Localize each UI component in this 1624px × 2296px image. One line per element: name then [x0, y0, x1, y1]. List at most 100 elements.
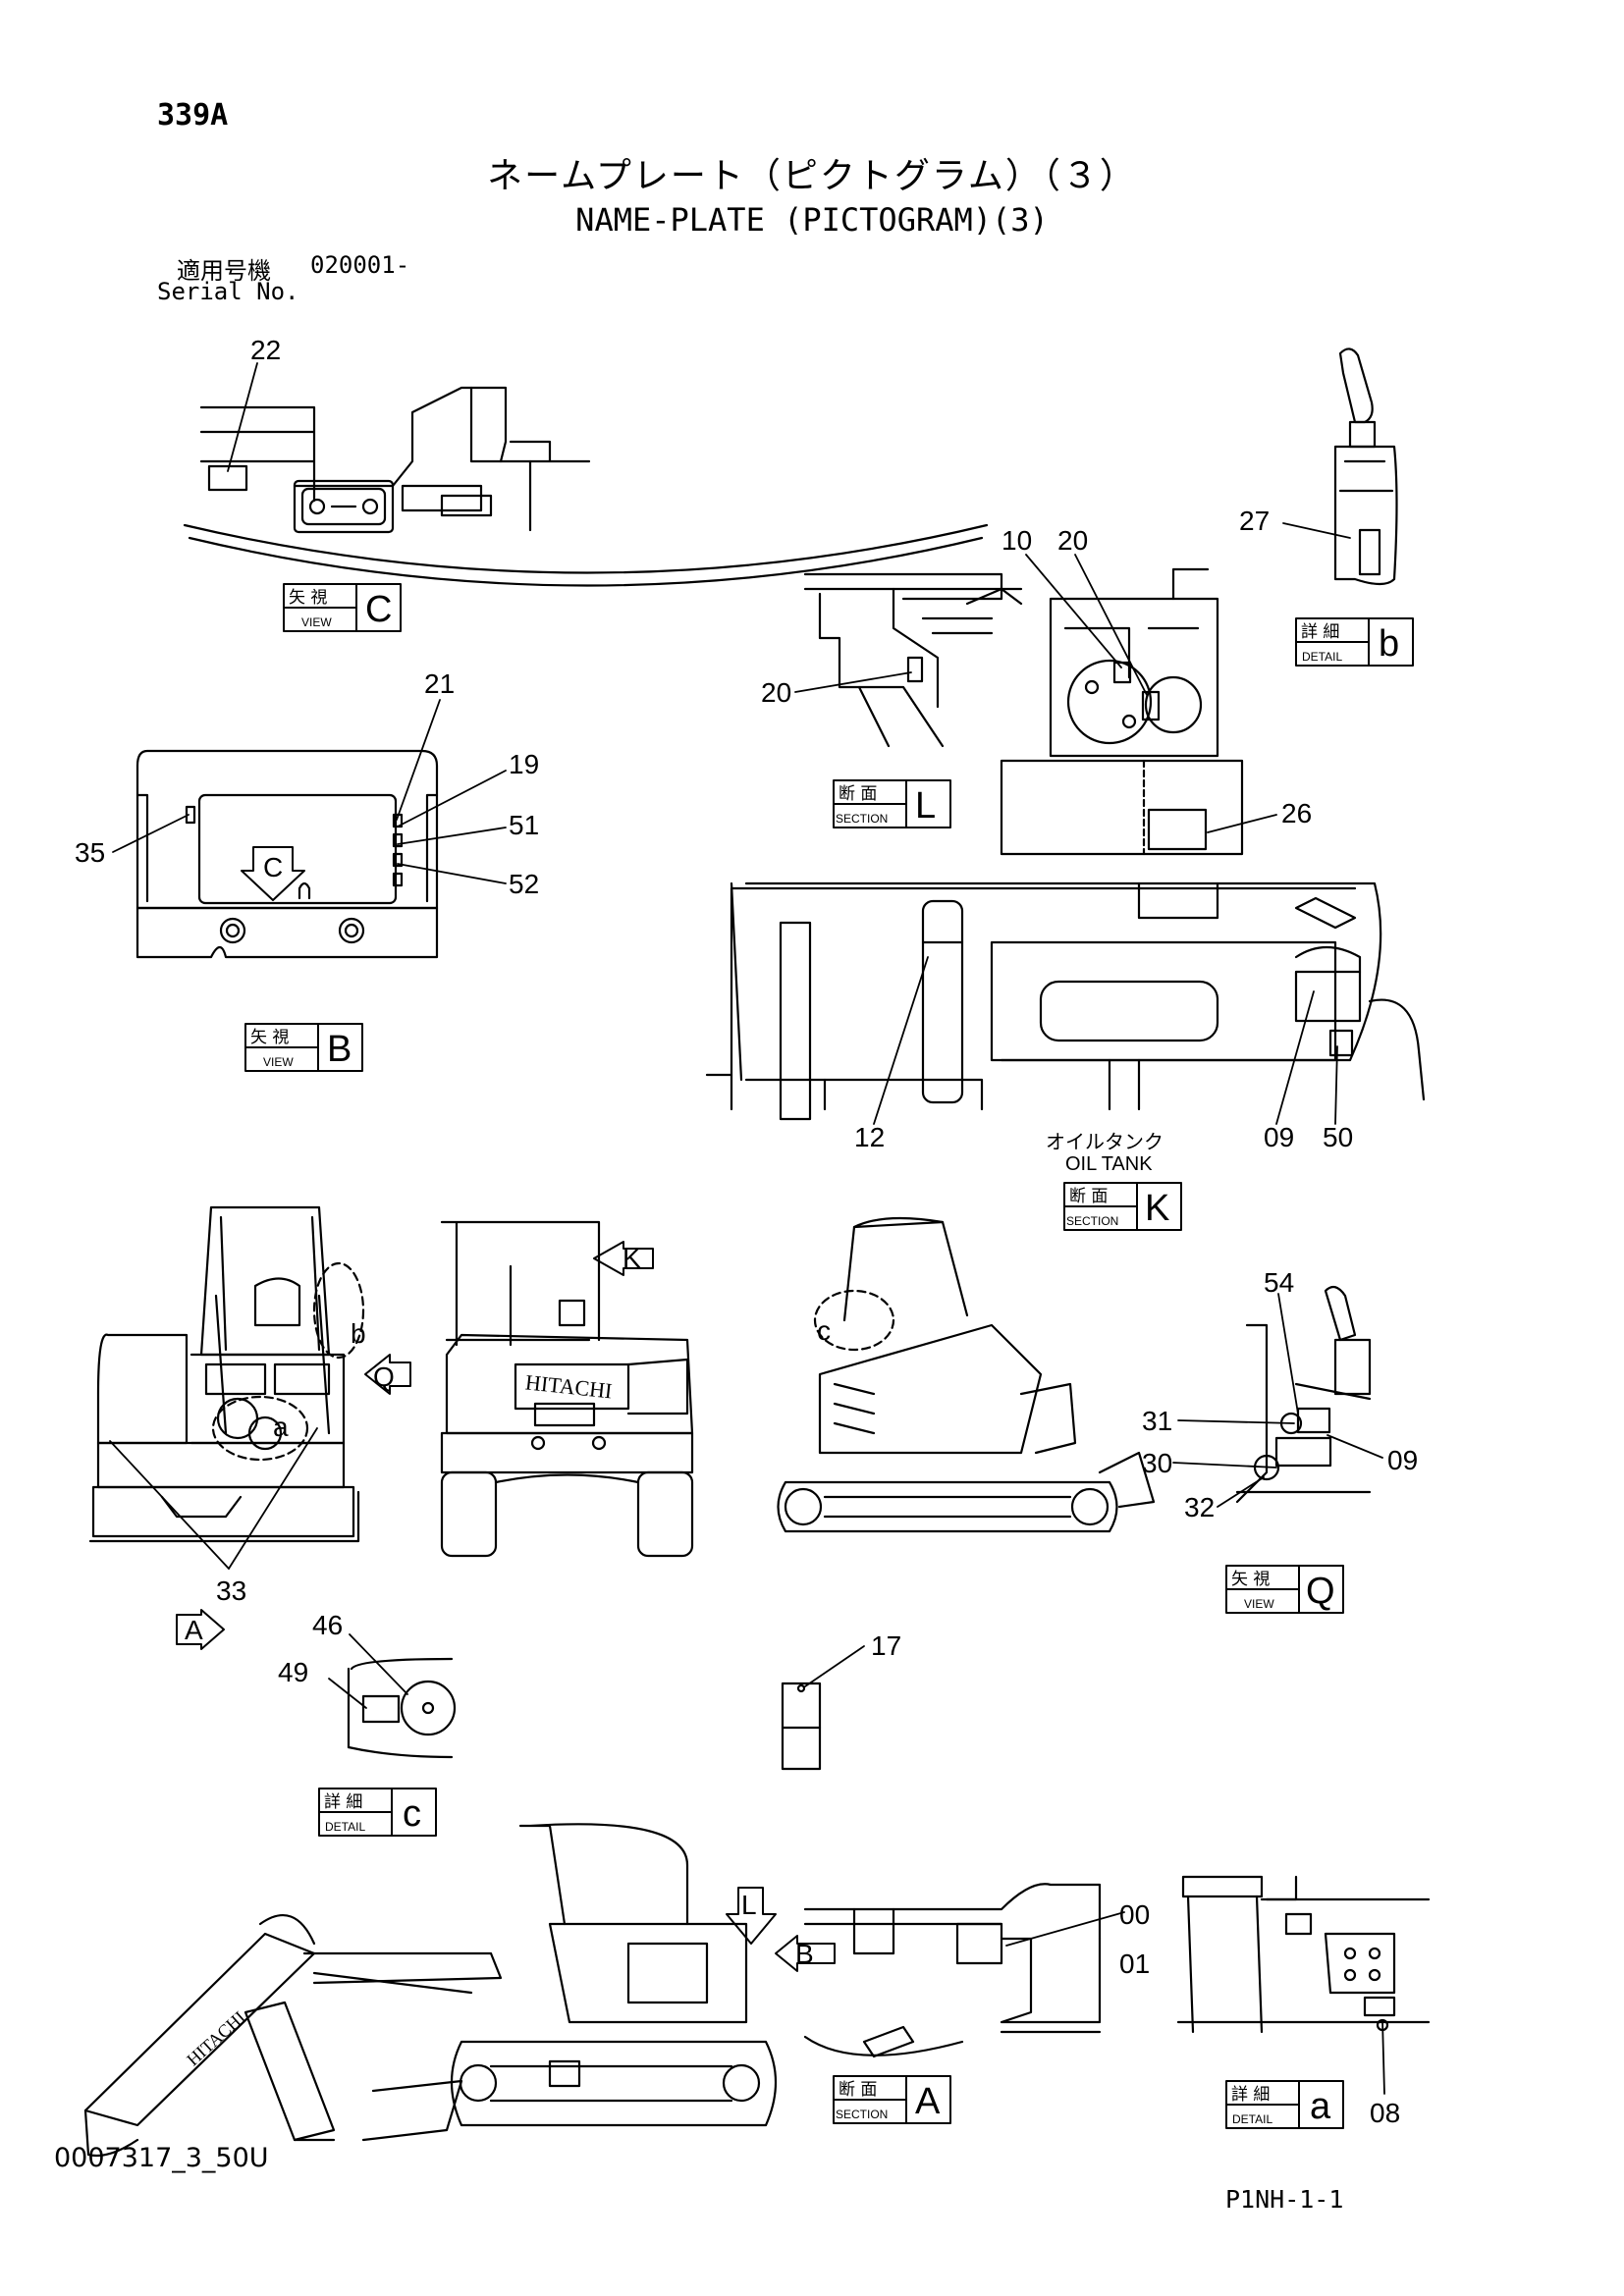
excavator-drawing: [83, 1823, 778, 2158]
view-tag-b-jp: 矢 視: [250, 1028, 289, 1047]
marker-b-rear: b: [351, 1318, 366, 1349]
marker-a-rear: a: [273, 1412, 289, 1442]
callout-21: 21: [424, 668, 455, 699]
section-tag-k-en: SECTION: [1066, 1214, 1118, 1228]
arrow-b: [775, 1935, 836, 1972]
view-tag-b-en: VIEW: [263, 1055, 294, 1069]
marker-l: L: [741, 1890, 757, 1920]
serial-label-english: Serial No.: [157, 278, 299, 305]
callout-27: 27: [1239, 506, 1270, 536]
notes: オイルタンク OIL TANK HITACHI HITACHI: [183, 1131, 1164, 2069]
callout-50: 50: [1323, 1122, 1353, 1152]
section-tag-l: 断 面 SECTION L: [833, 779, 951, 828]
view-tag-c-en: VIEW: [301, 615, 332, 629]
view-tag-c-jp: 矢 視: [289, 588, 327, 608]
detail-a-drawing: [1176, 1875, 1431, 2034]
view-tags: 矢 視 VIEW C 詳 細 DETAIL b 断 面 SECTION L 矢 …: [244, 583, 1414, 2129]
callout-52: 52: [509, 869, 539, 899]
marker-k: K: [623, 1243, 641, 1273]
marker-c-viewb: C: [263, 852, 283, 882]
view-tag-c-letter: C: [365, 589, 392, 630]
callout-numbers: 22 27 10 20 20 21 19 51 52 35 26 12 09 5…: [75, 335, 1418, 2128]
callout-26: 26: [1281, 798, 1312, 828]
callout-33: 33: [216, 1575, 246, 1606]
section-tag-l-letter: L: [915, 785, 936, 827]
view-tag-q-en: VIEW: [1244, 1597, 1274, 1611]
callout-09-top: 09: [1264, 1122, 1294, 1152]
section-l-drawing: [803, 572, 1023, 748]
marker-q: Q: [373, 1362, 395, 1392]
view-c-drawing: [183, 386, 989, 587]
callout-20-left: 20: [761, 677, 791, 708]
section-tag-l-en: SECTION: [836, 812, 888, 826]
brand-logo-boom: HITACHI: [183, 2007, 248, 2069]
section-tag-a-jp: 断 面: [839, 2080, 877, 2100]
section-tag-a: 断 面 SECTION A: [833, 2075, 951, 2124]
view-tag-c: 矢 視 VIEW C: [283, 583, 402, 632]
detail-c-drawing: [347, 1657, 457, 1759]
detail-tag-c-letter: c: [403, 1793, 421, 1835]
brand-logo-front: HITACHI: [524, 1369, 614, 1403]
view-q-drawing: [1235, 1285, 1372, 1504]
callout-54: 54: [1264, 1267, 1294, 1298]
section-a-drawing: [803, 1883, 1102, 2058]
view-arrows: [176, 846, 836, 1972]
oil-tank-label-jp: オイルタンク: [1046, 1131, 1164, 1153]
section-tag-a-en: SECTION: [836, 2108, 888, 2121]
detail-tag-c-en: DETAIL: [325, 1820, 365, 1834]
section-tag-a-letter: A: [915, 2081, 941, 2122]
callout-10: 10: [1001, 525, 1032, 556]
callout-09-right: 09: [1387, 1445, 1418, 1475]
detail-tag-c: 詳 細 DETAIL c: [318, 1788, 437, 1837]
detail-tag-b-jp: 詳 細: [1301, 622, 1339, 642]
section-k-drawing: [705, 567, 1426, 1121]
callout-32: 32: [1184, 1492, 1215, 1522]
arrow-a: [176, 1609, 225, 1650]
marker-c-side: c: [817, 1315, 831, 1346]
callout-01: 01: [1119, 1949, 1150, 1979]
detail-tag-b-letter: b: [1379, 623, 1399, 665]
title-english: NAME-PLATE (PICTOGRAM)(3): [575, 201, 1049, 239]
detail-tag-a-letter: a: [1310, 2086, 1331, 2127]
oil-tank-label-en: OIL TANK: [1065, 1153, 1153, 1175]
drawing-code: 0007317_3_50U: [54, 2143, 269, 2173]
callout-46: 46: [312, 1610, 343, 1640]
detail-b-drawing: [1333, 347, 1398, 586]
callout-20-top: 20: [1057, 525, 1088, 556]
callout-31: 31: [1142, 1406, 1172, 1436]
arrow-k: [593, 1241, 654, 1276]
callout-30: 30: [1142, 1448, 1172, 1478]
title-japanese: ネームプレート（ピクトグラム）（３）: [487, 156, 1137, 196]
arrow-l: [726, 1887, 777, 1945]
page-number: 339A: [157, 98, 229, 133]
marker-b-arrow: B: [795, 1939, 814, 1969]
section-tag-k-letter: K: [1145, 1188, 1169, 1229]
serial-number-value: 020001-: [310, 251, 410, 279]
callout-17: 17: [871, 1630, 901, 1661]
callout-12: 12: [854, 1122, 885, 1152]
detail-tag-b-en: DETAIL: [1302, 650, 1342, 664]
view-tag-q: 矢 視 VIEW Q: [1225, 1565, 1344, 1614]
leader-lines: [109, 362, 1385, 2095]
callout-35: 35: [75, 837, 105, 868]
view-b-drawing: [135, 749, 439, 959]
callout-00: 00: [1119, 1899, 1150, 1930]
section-tag-k: 断 面 SECTION K: [1063, 1182, 1182, 1231]
tag-17-drawing: [781, 1682, 822, 1771]
section-tag-l-jp: 断 面: [839, 784, 877, 804]
rear-view-drawing: [88, 1205, 365, 1543]
front-view-drawing: [440, 1220, 694, 1558]
view-marker-letters: C K Q A L B a b c: [185, 852, 831, 1969]
view-tag-q-jp: 矢 視: [1231, 1570, 1270, 1589]
view-tag-b-letter: B: [327, 1029, 352, 1070]
detail-tag-c-jp: 詳 細: [324, 1792, 362, 1812]
arrow-c: [241, 846, 305, 901]
view-tag-b: 矢 視 VIEW B: [244, 1023, 363, 1072]
detail-tag-a: 詳 細 DETAIL a: [1225, 2080, 1344, 2129]
page-reference: P1NH-1-1: [1225, 2185, 1344, 2214]
serial-label-japanese: 適用号機: [177, 257, 271, 285]
detail-tag-a-jp: 詳 細: [1231, 2085, 1270, 2105]
callout-49: 49: [278, 1657, 308, 1687]
marker-a-arrow: A: [185, 1615, 203, 1645]
